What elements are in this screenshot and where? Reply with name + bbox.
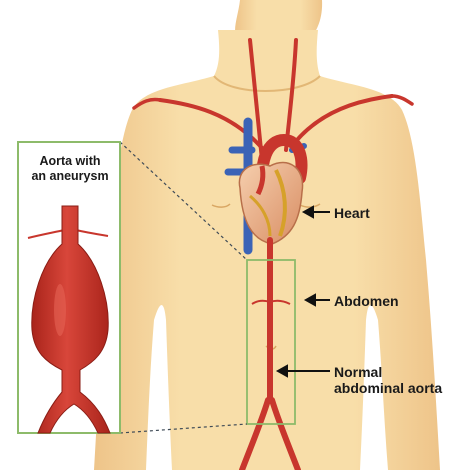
heart-label: Heart bbox=[334, 205, 370, 221]
aneurysm-inset bbox=[18, 142, 120, 433]
aneurysm-label-line2: an aneurysm bbox=[22, 169, 118, 184]
normal-aorta-label: Normal abdominal aorta bbox=[334, 364, 442, 396]
aneurysm-label: Aorta with an aneurysm bbox=[22, 154, 118, 184]
normal-aorta-label-line2: abdominal aorta bbox=[334, 380, 442, 396]
aneurysm-label-line1: Aorta with bbox=[22, 154, 118, 169]
abdomen-label: Abdomen bbox=[334, 293, 399, 309]
normal-aorta-label-line1: Normal bbox=[334, 364, 442, 380]
